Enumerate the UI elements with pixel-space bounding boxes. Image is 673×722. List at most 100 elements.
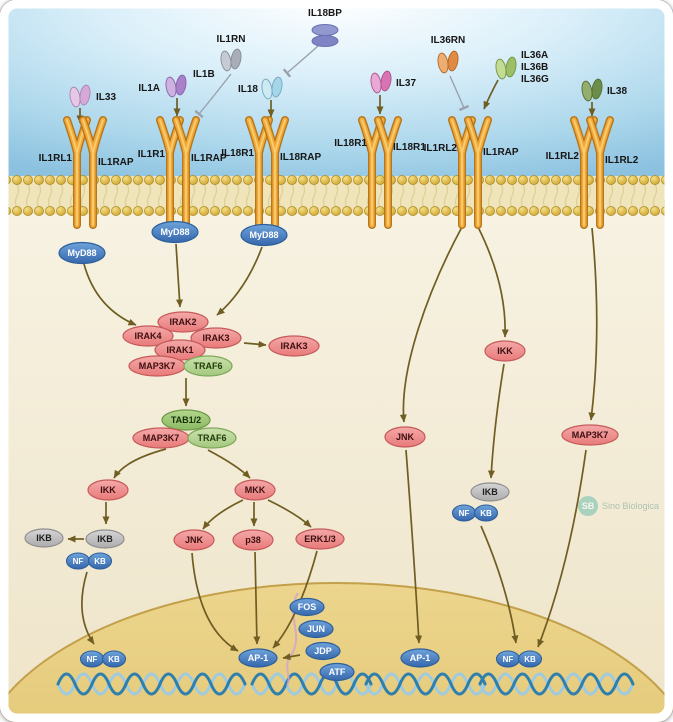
node-label-ap1: AP-1 bbox=[248, 653, 269, 663]
node-label-ap1: AP-1 bbox=[410, 653, 431, 663]
cell-membrane bbox=[0, 175, 673, 216]
receptor-chain-highlight bbox=[589, 119, 611, 226]
node-label-nfkb-kb: KB bbox=[94, 557, 106, 566]
node-nfkb-kb bbox=[517, 650, 543, 668]
node-jun bbox=[298, 619, 334, 639]
receptor-label-right: IL1RL2 bbox=[605, 155, 639, 166]
watermark: SB Sino Biologica bbox=[578, 496, 659, 516]
membrane-lipid-tail bbox=[58, 183, 64, 209]
receptor-label-right: IL1RAP bbox=[483, 147, 519, 158]
node-jdp bbox=[305, 641, 341, 661]
membrane-bead bbox=[342, 206, 352, 216]
node-label-ikb: IKB bbox=[36, 533, 52, 543]
membrane-bead bbox=[155, 175, 165, 185]
membrane-lipid-tail bbox=[608, 183, 614, 209]
membrane-bead bbox=[34, 175, 44, 185]
membrane-bead bbox=[287, 206, 297, 216]
membrane-bead bbox=[419, 206, 429, 216]
membrane-bead bbox=[320, 206, 330, 216]
ligand-il36abg bbox=[505, 56, 517, 78]
receptor-label-left: IL1RL2 bbox=[546, 151, 580, 162]
ligand-il38 bbox=[591, 78, 603, 100]
membrane-bead bbox=[375, 206, 385, 216]
membrane-lipid-tail bbox=[498, 183, 504, 209]
ligand-label-il18: IL18 bbox=[238, 84, 258, 95]
membrane-bead bbox=[529, 175, 539, 185]
node-myd88 bbox=[240, 223, 288, 247]
membrane-bead bbox=[155, 206, 165, 216]
membrane-lipid-tail bbox=[223, 183, 229, 209]
dna-strand-light bbox=[250, 672, 373, 696]
membrane-lipid-tail bbox=[311, 183, 317, 209]
node-label-ikk: IKK bbox=[497, 346, 513, 356]
membrane-lipid-tail bbox=[322, 183, 328, 209]
membrane-bead bbox=[199, 206, 209, 216]
membrane-lipid-tail bbox=[190, 183, 196, 209]
node-jnk bbox=[384, 426, 426, 448]
membrane-lipid-tail bbox=[553, 183, 559, 209]
node-label-map3k7: MAP3K7 bbox=[572, 430, 609, 440]
membrane-bead bbox=[375, 175, 385, 185]
membrane-lipid-tail bbox=[652, 183, 658, 209]
membrane-lipid-tail bbox=[432, 183, 438, 209]
node-label-atf: ATF bbox=[329, 667, 346, 677]
node-label-map3k7: MAP3K7 bbox=[139, 361, 176, 371]
signal-arrows bbox=[67, 45, 598, 661]
receptor-label-right: IL1RAP bbox=[191, 153, 227, 164]
membrane-bead bbox=[540, 175, 550, 185]
membrane-lipid-tail bbox=[212, 183, 218, 209]
membrane-lipid-tail bbox=[36, 183, 42, 209]
membrane-lipid-tail bbox=[377, 183, 383, 209]
ligands bbox=[69, 24, 603, 108]
membrane-bead bbox=[23, 175, 33, 185]
membrane-bead bbox=[562, 175, 572, 185]
node-label-p38: p38 bbox=[245, 535, 261, 545]
receptor-label-left: IL18R1 bbox=[334, 138, 367, 149]
receptor-chain-highlight bbox=[467, 119, 489, 226]
node-label-myd88: MyD88 bbox=[160, 227, 189, 237]
signal-arrow bbox=[477, 226, 509, 338]
membrane-bead bbox=[133, 206, 143, 216]
ligand-label-il1a: IL1A bbox=[138, 83, 160, 94]
membrane-bead bbox=[441, 175, 451, 185]
ligand-label-il1b: IL1B bbox=[193, 69, 215, 80]
membrane-bead bbox=[650, 206, 660, 216]
receptor-label-right: IL18R1 bbox=[393, 142, 426, 153]
node-label-jun: JUN bbox=[307, 624, 325, 634]
membrane-lipid-tail bbox=[278, 183, 284, 209]
membrane-bead bbox=[298, 175, 308, 185]
membrane-bead bbox=[540, 206, 550, 216]
node-label-tab12: TAB1/2 bbox=[171, 415, 201, 425]
node-ikk bbox=[87, 479, 129, 501]
ligand-il18bp bbox=[311, 35, 339, 47]
node-label-map3k7: MAP3K7 bbox=[143, 433, 180, 443]
node-label-nfkb-nf: NF bbox=[73, 557, 84, 566]
ligand-label-il36b: IL36B bbox=[521, 62, 548, 73]
membrane-bead bbox=[287, 175, 297, 185]
node-jnk bbox=[173, 529, 215, 551]
membrane-lipid-tail bbox=[399, 183, 405, 209]
receptor-label-left: IL1RL1 bbox=[39, 153, 73, 164]
ligand-label-il38: IL38 bbox=[607, 86, 627, 97]
membrane-bead bbox=[34, 206, 44, 216]
node-label-nfkb-kb: KB bbox=[108, 655, 120, 664]
node-map3k7 bbox=[561, 424, 619, 446]
receptor-label-left: IL1RL2 bbox=[424, 143, 458, 154]
dna-strand-dark bbox=[478, 672, 635, 696]
membrane-lipid-tail bbox=[289, 183, 295, 209]
signal-arrow bbox=[113, 448, 167, 479]
membrane-bead bbox=[397, 175, 407, 185]
watermark-text: Sino Biologica bbox=[602, 501, 659, 511]
ligand-label-il36rn: IL36RN bbox=[431, 35, 465, 46]
membrane-lipid-tail bbox=[542, 183, 548, 209]
signal-arrow bbox=[81, 571, 95, 645]
membrane-lipid-tail bbox=[80, 183, 86, 209]
membrane-bead bbox=[507, 206, 517, 216]
node-nfkb-kb bbox=[473, 504, 499, 522]
membrane-bead bbox=[562, 206, 572, 216]
membrane-bead bbox=[122, 175, 132, 185]
node-label-nfkb-kb: KB bbox=[480, 509, 492, 518]
membrane-bead bbox=[342, 175, 352, 185]
